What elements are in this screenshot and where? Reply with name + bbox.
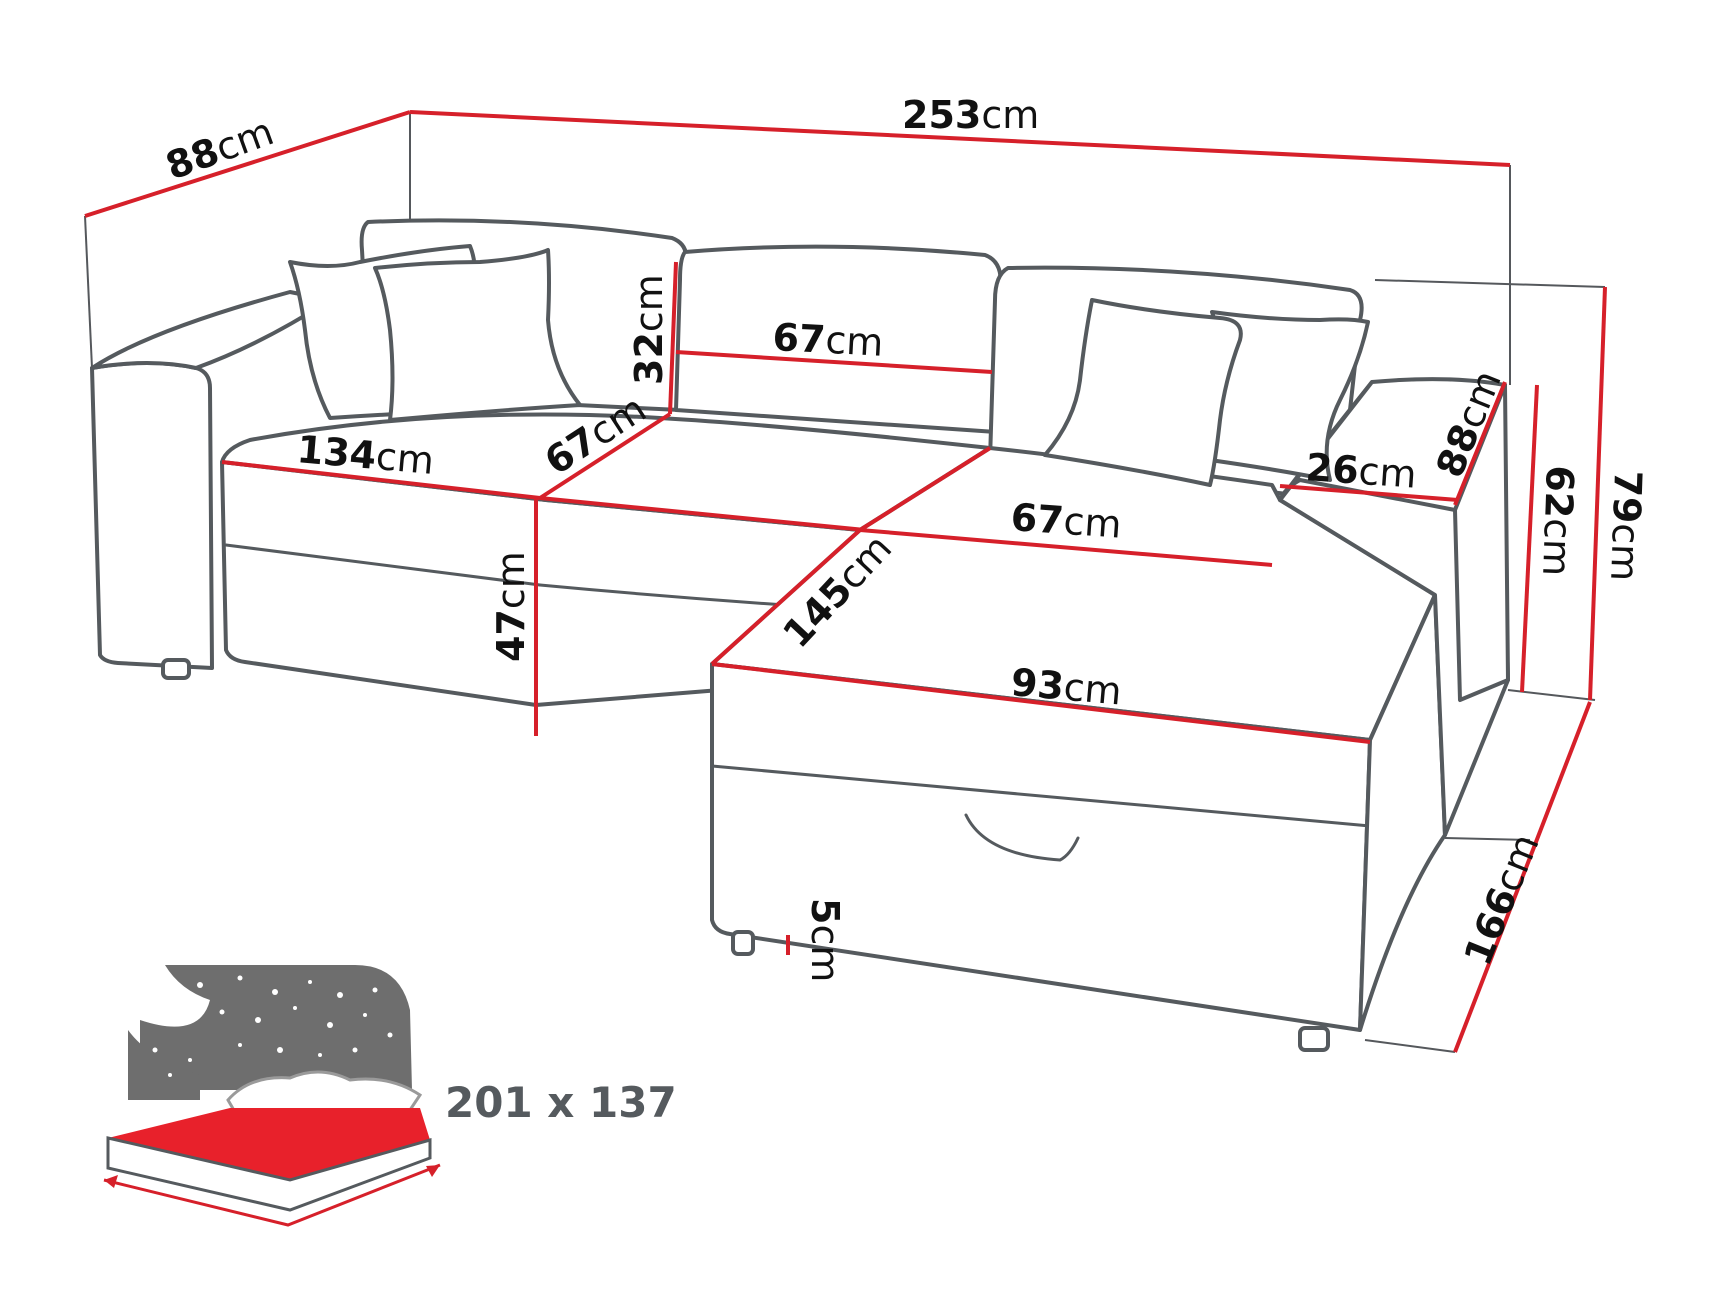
dimension-lines xyxy=(84,110,1607,1053)
sofa-bed-icon xyxy=(103,965,441,1227)
extension-lines xyxy=(84,112,1606,1053)
label-depth-left: 88cm xyxy=(160,109,279,188)
label-chaise-seat-depth: 67cm xyxy=(1009,495,1123,547)
chaise-back-leg xyxy=(1298,1026,1330,1052)
dim-total-height-line xyxy=(1588,286,1607,701)
dim-armrest-depth-line xyxy=(1453,381,1507,506)
right-armrest-top xyxy=(1278,377,1507,512)
label-arm-height: 62cm xyxy=(1534,465,1582,577)
dim-chaise-inner-line xyxy=(859,528,1273,567)
middle-back-cushion xyxy=(674,244,1003,434)
dim-total-width-line xyxy=(409,110,1511,167)
drawer-handle xyxy=(964,813,1080,862)
label-back-cushion-width: 67cm xyxy=(772,315,885,365)
left-armrest xyxy=(90,361,214,670)
bed-base-icon xyxy=(106,1136,432,1212)
right-pillow-front xyxy=(1043,298,1243,487)
label-total-depth-right: 166cm xyxy=(1456,828,1548,972)
dim-arm-height-line xyxy=(1520,384,1539,693)
dim-chaise-length-line xyxy=(710,528,862,666)
label-back-height: 32cm xyxy=(627,274,671,385)
sofa-drawing xyxy=(90,218,1510,1052)
dim-chaise-depth-line xyxy=(858,446,992,532)
dimension-labels: 253cm 88cm 32cm 67cm 134cm 67cm 47cm 67c… xyxy=(160,93,1650,982)
label-total-width: 253cm xyxy=(902,93,1039,137)
dim-seat-width-line xyxy=(221,460,541,500)
dim-chaise-width-line xyxy=(711,662,1371,744)
label-total-height: 79cm xyxy=(1602,470,1650,582)
chaise-front xyxy=(710,662,1372,1032)
stars-icon xyxy=(152,975,393,1077)
dim-seat-width-line-2 xyxy=(539,496,866,532)
label-leg-height: 5cm xyxy=(803,898,847,982)
night-sky-icon xyxy=(140,965,412,1090)
dim-armrest-width-line xyxy=(1279,484,1459,502)
left-seat-top xyxy=(220,412,992,532)
label-chaise-width: 93cm xyxy=(1009,660,1123,713)
left-armrest-top xyxy=(90,290,332,370)
label-armrest-width: 26cm xyxy=(1304,445,1418,497)
label-seat-width-left: 134cm xyxy=(295,427,436,483)
bed-pillows-icon xyxy=(226,1070,423,1114)
left-leg xyxy=(161,658,191,680)
dim-depth-left-line xyxy=(84,110,411,218)
dim-back-cushion-line xyxy=(675,350,993,374)
bed-measure-arrow xyxy=(103,1163,441,1227)
dim-back-height-line xyxy=(668,261,678,415)
chaise-front-leg xyxy=(731,930,755,956)
dim-total-depth-right-line xyxy=(1453,701,1592,1053)
bed-size-label: 201 x 137 xyxy=(445,1078,677,1127)
chaise-side xyxy=(1358,593,1447,1032)
label-seat-height: 47cm xyxy=(489,551,533,662)
left-pillow-front xyxy=(373,248,582,422)
dim-seat-depth-line xyxy=(538,412,672,500)
